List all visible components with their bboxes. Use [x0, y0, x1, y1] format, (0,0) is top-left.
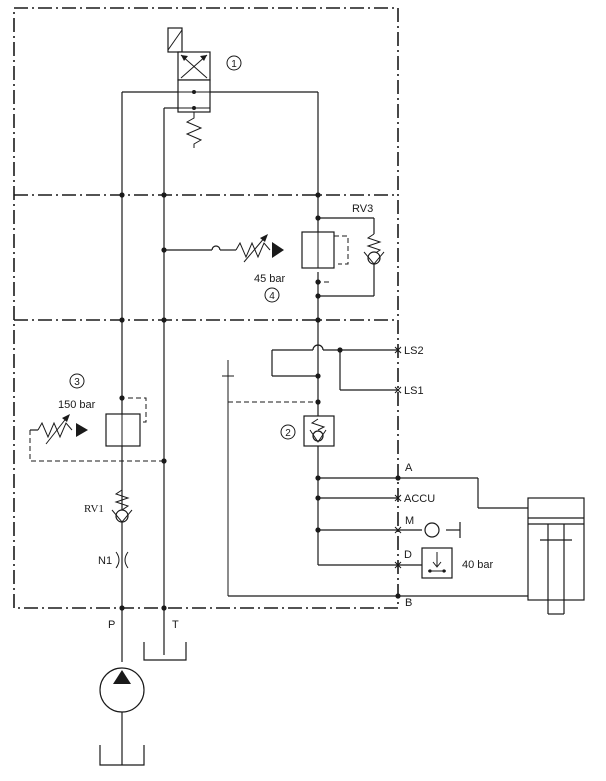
- item-marker-1: [226, 55, 242, 71]
- item-number-4: 4: [269, 291, 275, 302]
- rv3-check-ball-icon: [367, 251, 381, 265]
- pump-arrow-icon: [113, 670, 131, 684]
- outer-block-border: [13, 7, 399, 609]
- adjust-arrow-icon: [243, 235, 267, 263]
- check-valve-rv1: RV1: [84, 489, 133, 523]
- load-sense-lines: [222, 344, 398, 597]
- relief-valve-rv3: RV3 45 bar 4: [164, 203, 385, 303]
- junction-dots: [119, 192, 401, 611]
- tanks: [99, 642, 187, 766]
- port-p-label: P: [108, 619, 115, 631]
- spring-icon: [185, 112, 203, 148]
- item-number-1: 1: [231, 59, 237, 70]
- port-labels: LS2 LS1 A ACCU M D 40 bar B P T: [108, 345, 494, 631]
- port-b-label: B: [405, 597, 412, 609]
- block-borders: [13, 7, 399, 609]
- cylinder-barrel: [527, 497, 585, 601]
- orifice-n1: N1: [98, 551, 129, 569]
- accu-label: ACCU: [404, 493, 435, 505]
- adjustable-spring-icon-150: [37, 421, 73, 439]
- accu-port-marker: [394, 494, 402, 502]
- pilot-arrow-icon: [272, 242, 284, 258]
- port-a-label: A: [405, 462, 413, 474]
- solenoid-valve: [167, 27, 211, 148]
- relief-150-pressure-label: 150 bar: [58, 399, 96, 411]
- d-port-marker: [394, 561, 402, 569]
- rv1-check-ball-icon: [115, 509, 129, 523]
- rv1-spring-icon: [114, 489, 130, 511]
- adjustable-spring-icon: [235, 241, 271, 259]
- port-m-label: M: [405, 515, 414, 527]
- rv3-pressure-label: 45 bar: [254, 273, 286, 285]
- relief-valve-150: 150 bar 3: [29, 373, 164, 462]
- work-line-main: [317, 92, 398, 566]
- item-number-2: 2: [285, 428, 291, 439]
- item-marker-3: [69, 373, 85, 389]
- check-valve-2: 2: [280, 415, 335, 447]
- hydraulic-cylinder: [527, 497, 585, 615]
- ls2-label: LS2: [404, 345, 424, 357]
- rv3-spring-icon: [366, 233, 382, 255]
- port-t-label: T: [172, 619, 179, 631]
- gauge-port-m-icon: [424, 522, 440, 538]
- ls2-port-marker: [394, 346, 402, 354]
- m-port-marker: [394, 526, 402, 534]
- suction-tank-icon: [99, 745, 145, 766]
- item-marker-2: [280, 424, 296, 440]
- rv3-label: RV3: [352, 203, 373, 215]
- check-valve-2-spring-icon: [310, 418, 326, 431]
- n1-label: N1: [98, 555, 112, 567]
- pump: [99, 667, 145, 713]
- item-number-3: 3: [74, 377, 80, 388]
- switch-pressure-label: 40 bar: [462, 559, 494, 571]
- pump-icon: [99, 667, 145, 713]
- valve-supply-lines: [122, 91, 318, 109]
- ls1-port-marker: [394, 386, 402, 394]
- relief-150-body: [105, 413, 141, 447]
- ls1-label: LS1: [404, 385, 424, 397]
- return-tank-icon: [143, 642, 187, 661]
- rv1-label: RV1: [84, 503, 104, 515]
- port-d-label: D: [404, 549, 412, 561]
- item-marker-1-group: 1: [226, 55, 242, 71]
- item-marker-4: [264, 287, 280, 303]
- port-crosses: [394, 346, 402, 569]
